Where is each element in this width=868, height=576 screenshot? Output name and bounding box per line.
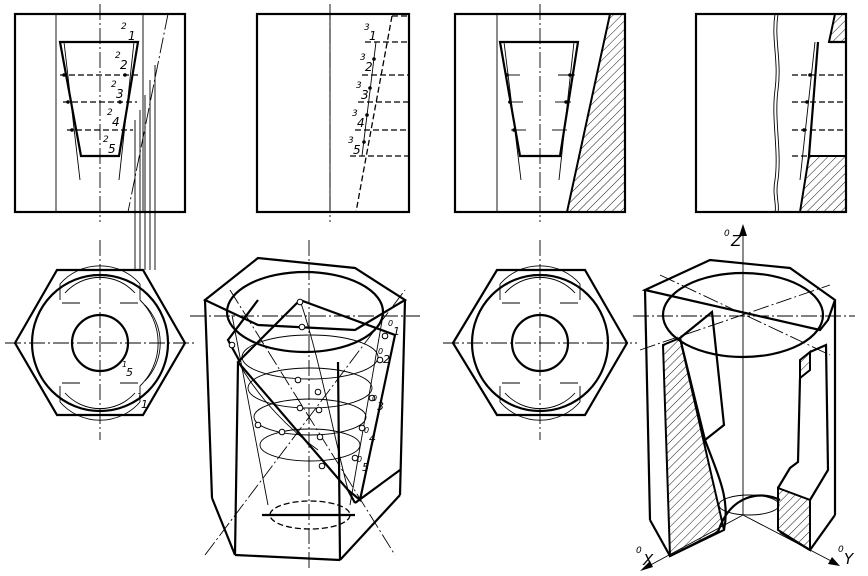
side-view-2: 31 32 33 34 35 bbox=[255, 4, 411, 222]
svg-text:5: 5 bbox=[126, 366, 133, 379]
view2-label-2: 32 bbox=[360, 53, 373, 74]
svg-text:0: 0 bbox=[838, 545, 844, 555]
svg-text:2: 2 bbox=[121, 22, 127, 32]
plan1-label-5: 15 bbox=[122, 360, 133, 379]
svg-text:3: 3 bbox=[356, 81, 362, 91]
view1-label-5: 25 bbox=[103, 135, 116, 156]
svg-text:0: 0 bbox=[378, 347, 383, 356]
iso1-label-3: 03 bbox=[372, 394, 384, 413]
svg-text:4: 4 bbox=[112, 115, 120, 129]
plan-view-2 bbox=[443, 240, 637, 440]
view2-label-5: 35 bbox=[348, 136, 361, 157]
svg-text:3: 3 bbox=[352, 109, 358, 119]
svg-text:1: 1 bbox=[393, 325, 400, 338]
svg-text:0: 0 bbox=[724, 229, 730, 239]
view2-label-4: 34 bbox=[352, 109, 365, 130]
iso1-label-2: 02 bbox=[378, 347, 390, 366]
view2-label-1: 31 bbox=[364, 23, 377, 43]
svg-text:3: 3 bbox=[360, 53, 366, 63]
svg-text:2: 2 bbox=[107, 108, 113, 118]
svg-text:Y: Y bbox=[844, 550, 855, 568]
iso1-label-1: 01 bbox=[388, 319, 400, 338]
svg-text:2: 2 bbox=[103, 135, 109, 145]
front-view-3 bbox=[453, 4, 627, 222]
svg-text:1: 1 bbox=[128, 29, 136, 43]
svg-text:5: 5 bbox=[353, 143, 361, 157]
svg-text:0: 0 bbox=[357, 455, 362, 464]
svg-text:2: 2 bbox=[111, 80, 117, 90]
plan-view-1: 15 11 bbox=[5, 240, 195, 440]
svg-text:4: 4 bbox=[357, 116, 365, 130]
svg-text:2: 2 bbox=[115, 51, 121, 61]
svg-text:3: 3 bbox=[364, 23, 370, 33]
svg-text:1: 1 bbox=[137, 392, 142, 401]
svg-text:2: 2 bbox=[365, 60, 373, 74]
svg-text:3: 3 bbox=[361, 88, 369, 102]
svg-text:3: 3 bbox=[377, 400, 384, 413]
svg-text:0: 0 bbox=[388, 319, 393, 328]
svg-text:3: 3 bbox=[348, 136, 354, 146]
iso1-label-4: 04 bbox=[364, 426, 376, 445]
isometric-view-2 bbox=[633, 224, 855, 571]
svg-text:5: 5 bbox=[108, 142, 116, 156]
svg-text:0: 0 bbox=[364, 426, 369, 435]
isometric-view-1: 01 02 03 04 05 bbox=[190, 240, 420, 570]
svg-text:1: 1 bbox=[141, 398, 148, 411]
iso1-label-5: 05 bbox=[357, 455, 369, 474]
svg-text:1: 1 bbox=[122, 360, 127, 369]
svg-text:2: 2 bbox=[383, 353, 390, 366]
view1-label-1: 21 bbox=[121, 22, 136, 43]
plan1-label-1: 11 bbox=[137, 392, 148, 411]
svg-text:2: 2 bbox=[120, 58, 128, 72]
svg-text:3: 3 bbox=[116, 87, 124, 101]
svg-text:1: 1 bbox=[369, 29, 377, 43]
view2-label-3: 33 bbox=[356, 81, 369, 102]
view1-label-4: 24 bbox=[107, 108, 120, 129]
svg-text:4: 4 bbox=[369, 432, 376, 445]
view1-label-3: 23 bbox=[111, 80, 124, 101]
svg-text:Z: Z bbox=[730, 232, 742, 250]
svg-text:0: 0 bbox=[372, 394, 377, 403]
front-view-1: 21 22 23 24 25 bbox=[13, 4, 187, 270]
svg-text:5: 5 bbox=[362, 461, 369, 474]
side-view-4 bbox=[694, 12, 848, 214]
view1-label-2: 22 bbox=[115, 51, 128, 72]
svg-text:X: X bbox=[642, 551, 654, 569]
svg-text:0: 0 bbox=[636, 546, 642, 556]
